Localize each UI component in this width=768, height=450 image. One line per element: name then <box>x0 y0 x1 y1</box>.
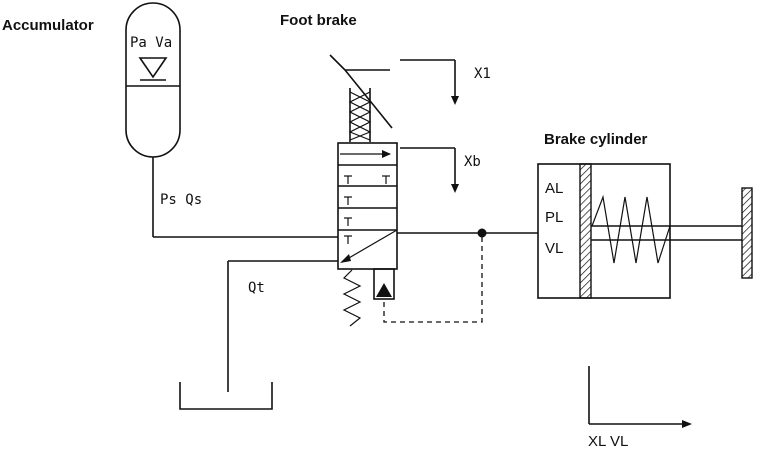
brake-cylinder-label: Brake cylinder <box>544 131 648 148</box>
xb-indicator: Xb <box>400 147 481 193</box>
x1-indicator: X1 <box>400 59 491 105</box>
tank <box>179 382 273 410</box>
vl-label: VL <box>545 240 563 257</box>
ps-qs-label: Ps Qs <box>160 192 202 208</box>
xb-label: Xb <box>464 154 481 170</box>
pilot-line <box>383 237 483 323</box>
foot-brake-pedal <box>329 54 393 142</box>
return-spring <box>342 269 362 327</box>
brake-valve <box>337 142 398 270</box>
pilot-block <box>373 268 395 300</box>
supply-line: Ps Qs <box>152 157 338 238</box>
qt-label: Qt <box>248 280 265 296</box>
triangle-icon <box>138 57 168 79</box>
xl-vl-axes: XL VL <box>588 366 692 450</box>
output-line <box>397 228 538 238</box>
foot-brake-label: Foot brake <box>280 12 357 29</box>
al-label: AL <box>545 180 563 197</box>
accumulator-label: Accumulator <box>2 17 94 34</box>
tank-return: Qt <box>179 260 338 410</box>
accumulator-params-label: Pa Va <box>130 35 172 51</box>
accumulator: Pa Va <box>125 2 181 158</box>
pl-label: PL <box>545 209 563 226</box>
brake-disc <box>741 187 753 279</box>
brake-cylinder: AL PL VL <box>537 163 753 299</box>
xl-vl-label: XL VL <box>588 433 628 450</box>
x1-label: X1 <box>474 66 491 82</box>
